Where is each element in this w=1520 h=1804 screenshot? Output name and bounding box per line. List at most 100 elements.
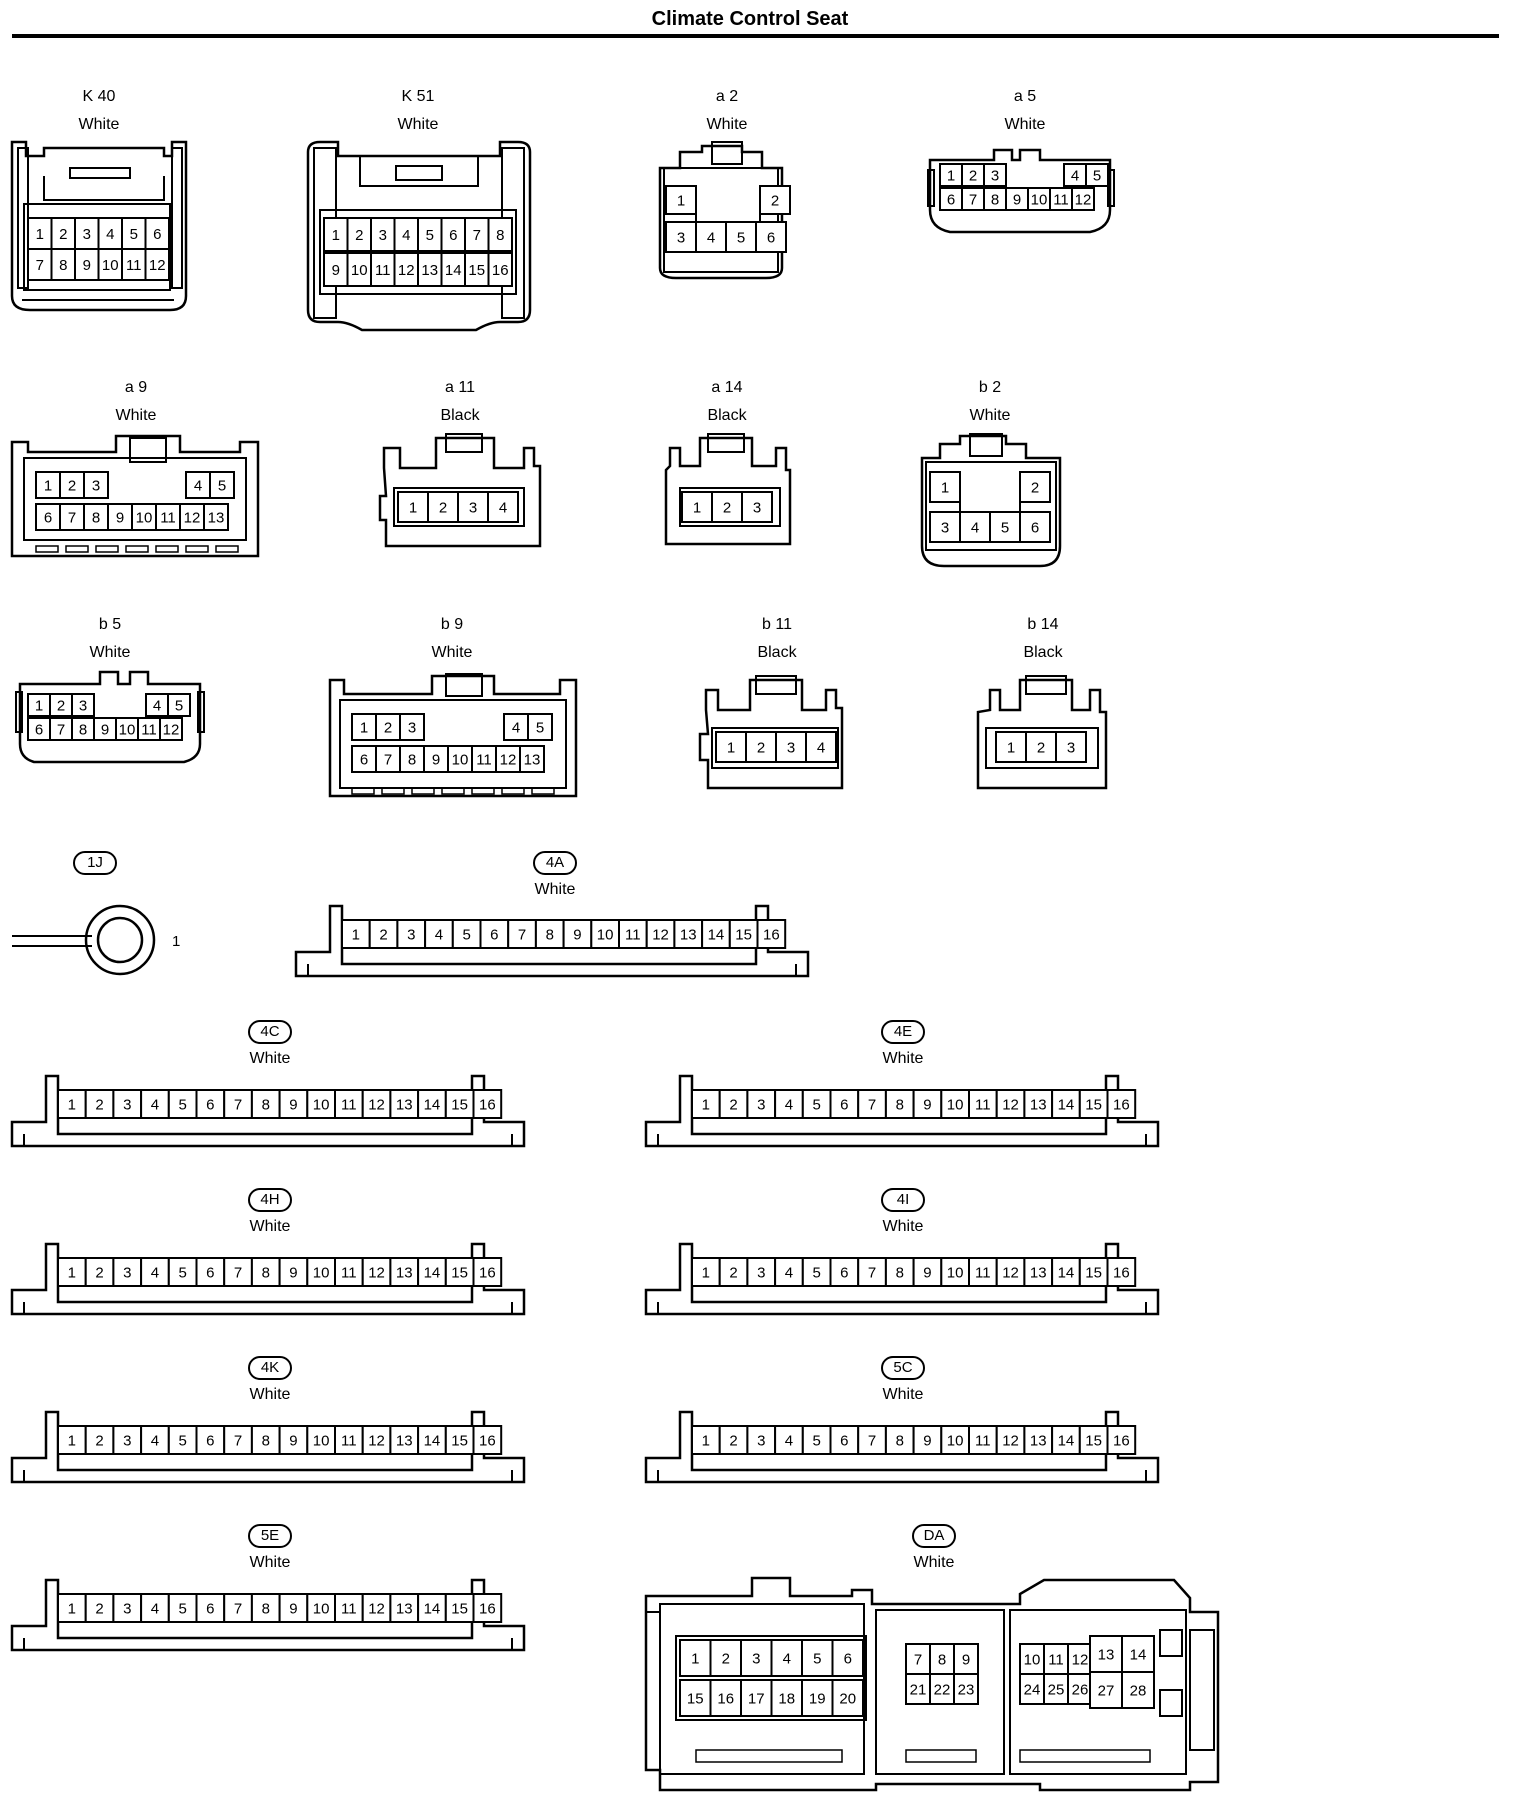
pin-label: 12: [149, 257, 166, 274]
b2-color: White: [969, 407, 1011, 424]
4h-code-badge: 4H: [248, 1188, 292, 1212]
da-section-mid: [875, 1609, 1005, 1775]
4a-color: White: [534, 881, 576, 898]
4k-code-badge: 4K: [248, 1356, 292, 1380]
pin-label: 2: [969, 168, 977, 185]
pin-label: 10: [947, 1433, 964, 1450]
pin-label: 10: [1024, 1652, 1041, 1669]
pin-cell: [1051, 1257, 1081, 1287]
a14-color: Black: [707, 407, 747, 424]
pin-cell: [195, 1257, 226, 1287]
pin-cell: [534, 919, 565, 949]
pin-label: 16: [717, 1691, 734, 1708]
pin-cell: [746, 1089, 777, 1119]
pin-cell: [185, 471, 211, 499]
page-title: Climate Control Seat: [651, 8, 849, 30]
pin-label: 16: [492, 262, 509, 279]
pin-cell: [334, 1425, 364, 1455]
4c-color: White: [249, 1050, 291, 1067]
pin-label: 8: [896, 1265, 904, 1282]
pin-cell: [929, 1643, 955, 1675]
pin-cell: [829, 1257, 860, 1287]
pin-label: 8: [938, 1652, 946, 1669]
a9-base-slot: [65, 545, 89, 553]
b9-color: White: [431, 644, 473, 661]
pin-label: 14: [424, 1601, 441, 1618]
pin-label: 2: [771, 193, 779, 210]
pin-label: 8: [496, 227, 504, 244]
pin-cell: [709, 1679, 742, 1717]
a11-inner: [393, 487, 525, 527]
pin-label: 2: [729, 1265, 737, 1282]
pin-label: 6: [840, 1433, 848, 1450]
pin-cell: [278, 1425, 309, 1455]
pin-label: 11: [341, 1601, 357, 1618]
pin-label: 7: [868, 1433, 876, 1450]
pin-cell: [112, 1593, 143, 1623]
pin-cell: [728, 919, 759, 949]
a9-base-slot: [155, 545, 179, 553]
pin-label: 3: [941, 520, 949, 537]
a5-nub-right: [1107, 169, 1115, 207]
pin-cell: [179, 503, 205, 531]
pin-label: 9: [1013, 192, 1021, 209]
pin-label: 6: [840, 1097, 848, 1114]
title-rule: [12, 34, 1499, 38]
b5-nub-right: [197, 691, 205, 733]
pin-label: 10: [597, 927, 614, 944]
pin-label: 11: [1053, 192, 1069, 209]
pin-label: 5: [1093, 168, 1101, 185]
pin-label: 1: [702, 1433, 710, 1450]
da-base-slot: [695, 1749, 843, 1763]
pin-label: 7: [234, 1265, 242, 1282]
4k-color: White: [249, 1386, 291, 1403]
da-pin-frame-left: [675, 1635, 867, 1721]
pin-label: 15: [1085, 1265, 1102, 1282]
pin-label: 11: [141, 722, 157, 739]
pin-cell: [884, 1257, 915, 1287]
pin-cell: [759, 185, 791, 215]
pin-label: 12: [1002, 1433, 1019, 1450]
pin-label: 6: [206, 1433, 214, 1450]
b14-color: Black: [1023, 644, 1063, 661]
pin-label: 12: [1075, 192, 1092, 209]
1j-ring-outer: [84, 904, 156, 976]
pin-label: 3: [123, 1433, 131, 1450]
pin-label: 22: [934, 1682, 951, 1699]
pin-label: 6: [449, 227, 457, 244]
pin-cell: [159, 717, 183, 741]
pin-label: 7: [868, 1097, 876, 1114]
pin-cell: [1078, 1425, 1109, 1455]
pin-label: 6: [840, 1265, 848, 1282]
pin-label: 6: [206, 1265, 214, 1282]
pin-label: 15: [451, 1433, 468, 1450]
pin-label: 13: [396, 1097, 413, 1114]
pin-label: 5: [813, 1651, 821, 1668]
pin-cell: [1121, 1671, 1155, 1709]
pin-cell: [929, 471, 961, 503]
pin-label: 9: [289, 1433, 297, 1450]
pin-cell: [1067, 1673, 1093, 1705]
b11-color: Black: [757, 644, 797, 661]
pin-label: 11: [476, 752, 492, 769]
pin-label: 3: [123, 1601, 131, 1618]
a9-base-slot: [185, 545, 209, 553]
1j-code-badge: 1J: [73, 851, 117, 875]
pin-label: 12: [1072, 1652, 1089, 1669]
pin-cell: [679, 1639, 712, 1677]
pin-cell: [775, 731, 807, 763]
pin-label: 2: [95, 1433, 103, 1450]
a5-code: a 5: [1013, 88, 1037, 105]
pin-label: 3: [787, 740, 795, 757]
pin-label: 20: [839, 1691, 856, 1708]
pin-label: 10: [313, 1601, 330, 1618]
pin-label: 14: [1058, 1097, 1075, 1114]
pin-label: 1: [68, 1265, 76, 1282]
pin-label: 10: [119, 722, 136, 739]
